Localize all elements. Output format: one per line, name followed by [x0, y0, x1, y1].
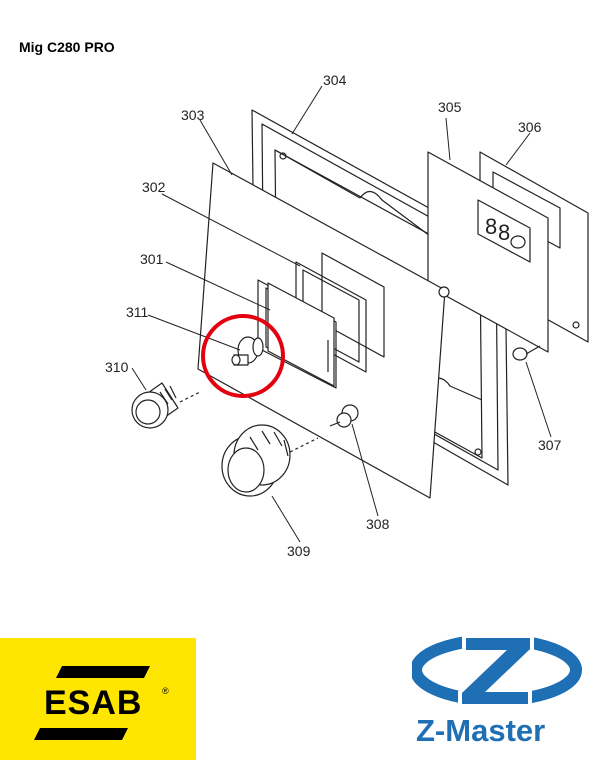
leader-lines: [131, 85, 552, 543]
esab-registered-mark: ®: [162, 686, 169, 696]
label-306: 306: [518, 119, 542, 135]
label-302: 302: [142, 179, 166, 195]
part-307-standoff: [438, 286, 450, 298]
highlight-circle: [201, 314, 285, 398]
exploded-parts-diagram: 8 8: [105, 72, 589, 559]
label-311: 311: [126, 304, 149, 320]
svg-text:8: 8: [498, 220, 510, 245]
part-301-display-window: [267, 282, 335, 387]
esab-logo-mark: [34, 666, 150, 740]
part-305-display-board: 8 8: [427, 151, 549, 361]
label-308: 308: [366, 516, 390, 532]
svg-text:8: 8: [485, 214, 497, 239]
part-309-main-knob: [221, 424, 319, 497]
label-303: 303: [181, 107, 205, 123]
label-307: 307: [538, 437, 562, 453]
page-title: Mig C280 PRO: [19, 39, 115, 55]
esab-logo: ESAB ®: [0, 638, 196, 760]
label-305: 305: [438, 99, 462, 115]
part-310-small-knob: [131, 382, 201, 429]
part-308-button: [329, 404, 359, 428]
esab-logo-text: ESAB: [44, 684, 143, 722]
label-301: 301: [140, 251, 164, 267]
zmaster-logo-mark: [412, 634, 582, 708]
part-311-encoder-shaft: [231, 336, 264, 366]
label-309: 309: [287, 543, 311, 559]
zmaster-logo-text: Z-Master: [416, 713, 546, 748]
label-310: 310: [105, 359, 129, 375]
label-304: 304: [323, 72, 347, 88]
